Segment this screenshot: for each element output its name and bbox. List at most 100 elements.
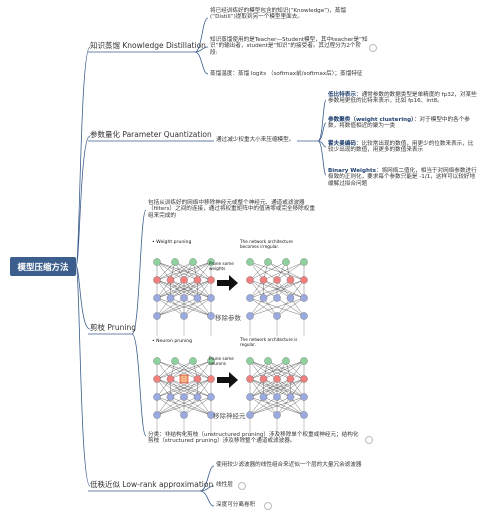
network-neuron xyxy=(300,312,308,320)
network-edge xyxy=(276,297,291,317)
network-neuron xyxy=(207,375,215,383)
branch-parameter-quantization[interactable]: 参数量化 Parameter Quantization xyxy=(90,130,212,139)
network-neuron xyxy=(300,411,308,419)
network-neuron xyxy=(153,276,161,284)
network-edge xyxy=(156,261,185,281)
network-neuron xyxy=(166,393,175,401)
network-neuron xyxy=(153,312,161,320)
network-edge xyxy=(290,360,305,380)
network-edge xyxy=(156,261,194,281)
network-edge xyxy=(170,360,194,380)
network-neuron xyxy=(207,294,215,302)
network-edge xyxy=(156,360,171,380)
note-icon[interactable] xyxy=(365,436,373,444)
network-neuron xyxy=(300,357,308,365)
network-neuron xyxy=(273,312,281,320)
branch-pruning[interactable]: 剪枝 Pruning xyxy=(90,323,136,332)
network-edge xyxy=(249,378,264,398)
network-edge xyxy=(156,297,212,317)
neuron-pruning-bullet: • Neuron pruning xyxy=(152,339,193,344)
network-neuron xyxy=(166,294,175,302)
network-edge xyxy=(174,261,198,281)
network-neuron xyxy=(153,258,161,266)
network-neuron xyxy=(153,357,161,365)
network-edge xyxy=(156,297,171,317)
network-neuron xyxy=(207,258,215,266)
network-edge xyxy=(156,279,212,299)
network-edge xyxy=(290,396,305,416)
network-edge xyxy=(285,360,305,380)
network-neuron xyxy=(300,294,308,302)
network-edge xyxy=(249,396,305,416)
network-edge xyxy=(174,261,212,281)
weight-pruning-figure xyxy=(153,258,308,336)
network-neuron xyxy=(166,276,175,284)
root-node[interactable]: 模型压缩方法 xyxy=(10,257,76,276)
network-edge xyxy=(249,360,278,380)
network-neuron xyxy=(153,294,161,302)
network-neuron xyxy=(259,276,268,284)
network-edge xyxy=(249,279,264,299)
network-edge xyxy=(156,360,212,380)
network-edge xyxy=(267,360,291,380)
network-edge xyxy=(249,279,305,299)
network-edge xyxy=(192,261,212,281)
network-edge xyxy=(156,279,185,299)
network-edge xyxy=(249,378,291,398)
note-icon[interactable] xyxy=(238,482,246,490)
network-edge xyxy=(183,297,198,317)
network-neuron xyxy=(246,375,254,383)
irregular-architecture-label: The network architecture becomes irregul… xyxy=(240,239,293,249)
kd-leaf-definition: 将已经训练好的模型包含的知识(“Knowledge”)，蒸馏(“Distill”… xyxy=(210,8,347,21)
network-edge xyxy=(156,396,198,416)
network-edge xyxy=(276,297,305,317)
network-neuron xyxy=(286,294,295,302)
network-edge xyxy=(249,360,291,380)
network-neuron xyxy=(153,411,161,419)
network-edge xyxy=(276,396,291,416)
network-edge xyxy=(197,396,212,416)
network-edge xyxy=(156,261,212,281)
network-neuron xyxy=(300,393,308,401)
network-neuron xyxy=(282,258,290,266)
network-edge xyxy=(183,396,212,416)
network-edge xyxy=(290,378,305,398)
neuron-pruning-caption: 移除神经元 xyxy=(213,412,246,420)
quantization-description: 通过减少权重大小来压缩模型。 xyxy=(216,137,295,143)
network-edge xyxy=(276,261,305,281)
network-edge xyxy=(156,396,185,416)
network-edge xyxy=(156,297,185,317)
network-edge xyxy=(174,360,198,380)
network-neuron xyxy=(180,312,188,320)
network-edge xyxy=(197,261,212,281)
network-edge xyxy=(183,297,212,317)
network-neuron xyxy=(171,357,179,365)
network-neuron xyxy=(207,357,215,365)
note-icon[interactable] xyxy=(369,44,377,52)
network-edge xyxy=(249,297,305,317)
weight-pruning-caption: 移除参数 xyxy=(215,314,241,322)
pruning-description: 包括从训练好的网络中移除神经元或整个神经元、通道或滤波器（filters）之间的… xyxy=(148,200,315,219)
network-edge xyxy=(249,396,278,416)
arrow-icon xyxy=(217,275,238,291)
network-neuron xyxy=(282,357,290,365)
branch-low-rank-approximation[interactable]: 低秩近似 Low-rank approximation xyxy=(90,480,214,489)
network-edge xyxy=(192,360,212,380)
network-neuron xyxy=(264,357,272,365)
network-edge xyxy=(156,360,176,380)
network-neuron xyxy=(207,411,215,419)
network-edge xyxy=(174,360,212,380)
prune-weights-label: Prune some weights xyxy=(209,261,234,271)
network-neuron xyxy=(273,375,281,383)
network-neuron xyxy=(246,312,254,320)
network-neuron xyxy=(246,294,254,302)
note-icon[interactable] xyxy=(264,502,272,510)
network-edge xyxy=(263,378,305,398)
network-neuron xyxy=(193,375,202,383)
network-edge xyxy=(249,297,278,317)
branch-knowledge-distillation[interactable]: 知识蒸馏 Knowledge Distillation xyxy=(90,41,206,50)
quant-leaf-low-bit: 低比特表示：通常参数的数据类型是单精度的 fp32，对某些参数用更低的比特来表示… xyxy=(328,92,477,105)
network-edge xyxy=(170,378,212,398)
network-neuron xyxy=(193,393,202,401)
low-rank-leaf-depthwise: 深度可分离卷积 xyxy=(216,502,256,508)
